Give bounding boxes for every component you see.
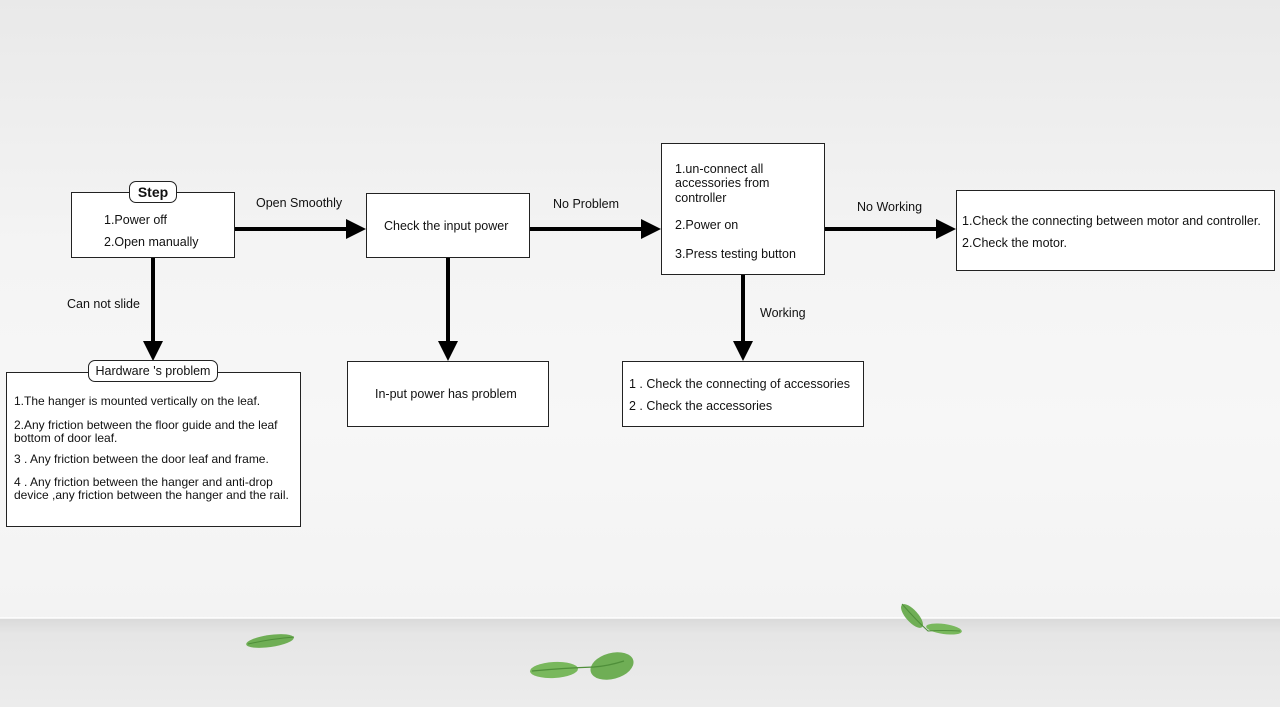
hardware-problem-box: 1.The hanger is mounted vertically on th… — [6, 372, 301, 527]
arrowhead-controller-to-motor — [936, 219, 956, 239]
floor-edge — [0, 617, 1280, 619]
hardware-item-hanger-mounted: 1.The hanger is mounted vertically on th… — [14, 394, 261, 408]
input-power-problem-box: In-put power has problem — [347, 361, 549, 427]
leaf-icon — [530, 652, 634, 680]
check-input-power-box: Check the input power — [366, 193, 530, 258]
floor-surface — [0, 618, 1280, 707]
accessories-item-connecting: 1 . Check the connecting of accessories — [629, 377, 850, 391]
motor-check-box: 1.Check the connecting between motor and… — [956, 190, 1275, 271]
arrowhead-input-power-to-problem — [438, 341, 458, 361]
hardware-title: Hardware 's problem — [88, 360, 218, 382]
leaf-icon — [246, 634, 295, 648]
check-input-power-text: Check the input power — [384, 219, 509, 233]
hardware-title-text: Hardware 's problem — [95, 364, 211, 378]
edge-label-open-smoothly: Open Smoothly — [256, 196, 343, 210]
controller-step-press-testing: 3.Press testing button — [675, 247, 796, 261]
accessories-item-check: 2 . Check the accessories — [629, 399, 773, 413]
hardware-item-floor-guide: 2.Any friction between the floor guide a… — [14, 418, 278, 446]
step-title-text: Step — [137, 184, 169, 200]
controller-step-power-on: 2.Power on — [675, 218, 739, 232]
edge-label-can-not-slide: Can not slide — [67, 297, 140, 311]
leaf-icon — [901, 603, 962, 635]
motor-check-item-motor: 2.Check the motor. — [962, 236, 1067, 250]
motor-check-item-connection: 1.Check the connecting between motor and… — [962, 214, 1261, 228]
arrowhead-step-to-hardware — [143, 341, 163, 361]
controller-step-unconnect: 1.un-connect all accessories from contro… — [675, 162, 770, 205]
edge-label-working: Working — [760, 306, 806, 320]
step-title: Step — [129, 181, 177, 203]
input-power-problem-text: In-put power has problem — [375, 387, 517, 401]
arrowhead-input-power-to-controller — [641, 219, 661, 239]
edge-label-no-problem: No Problem — [553, 197, 619, 211]
hardware-item-door-frame: 3 . Any friction between the door leaf a… — [14, 452, 269, 466]
arrowhead-step-to-input-power — [346, 219, 366, 239]
step-item-open-manually: 2.Open manually — [104, 235, 199, 249]
accessories-check-box: 1 . Check the connecting of accessories … — [622, 361, 864, 427]
step-item-power-off: 1.Power off — [104, 213, 168, 227]
arrowhead-controller-to-accessories — [733, 341, 753, 361]
controller-test-box: 1.un-connect all accessories from contro… — [661, 143, 825, 275]
hardware-item-hanger-anti-drop: 4 . Any friction between the hanger and … — [14, 475, 289, 503]
edge-label-no-working: No Working — [857, 200, 923, 214]
